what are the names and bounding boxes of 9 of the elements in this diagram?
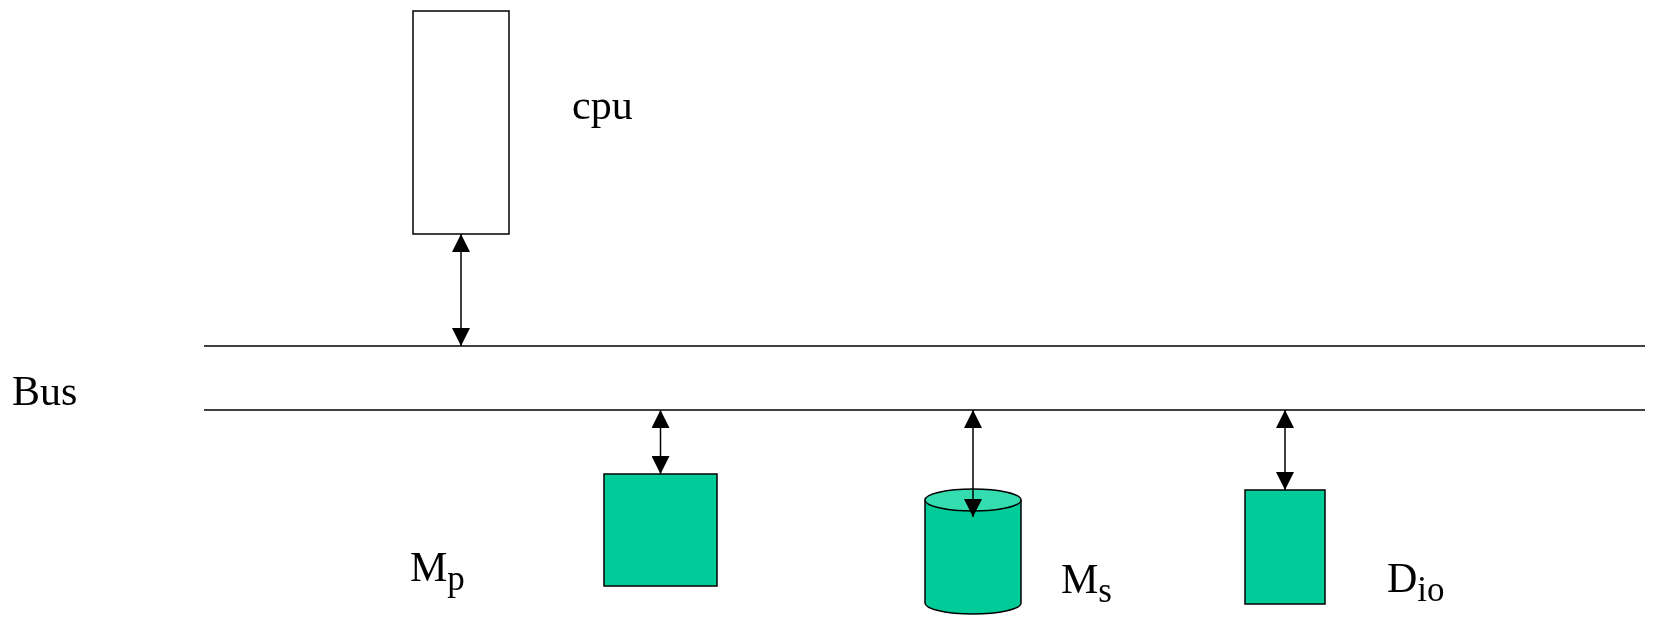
component-label: M$_{p}$ [410,546,465,597]
arrow [452,233,470,347]
component-label: cpu [572,84,633,126]
bus-label: Bus [12,370,78,412]
arrow [964,409,982,518]
arrow [651,409,670,475]
component-label: M$_{s}$ [1061,558,1112,609]
arrow [1276,409,1294,491]
component-label: D$_{io}$ [1387,557,1445,608]
